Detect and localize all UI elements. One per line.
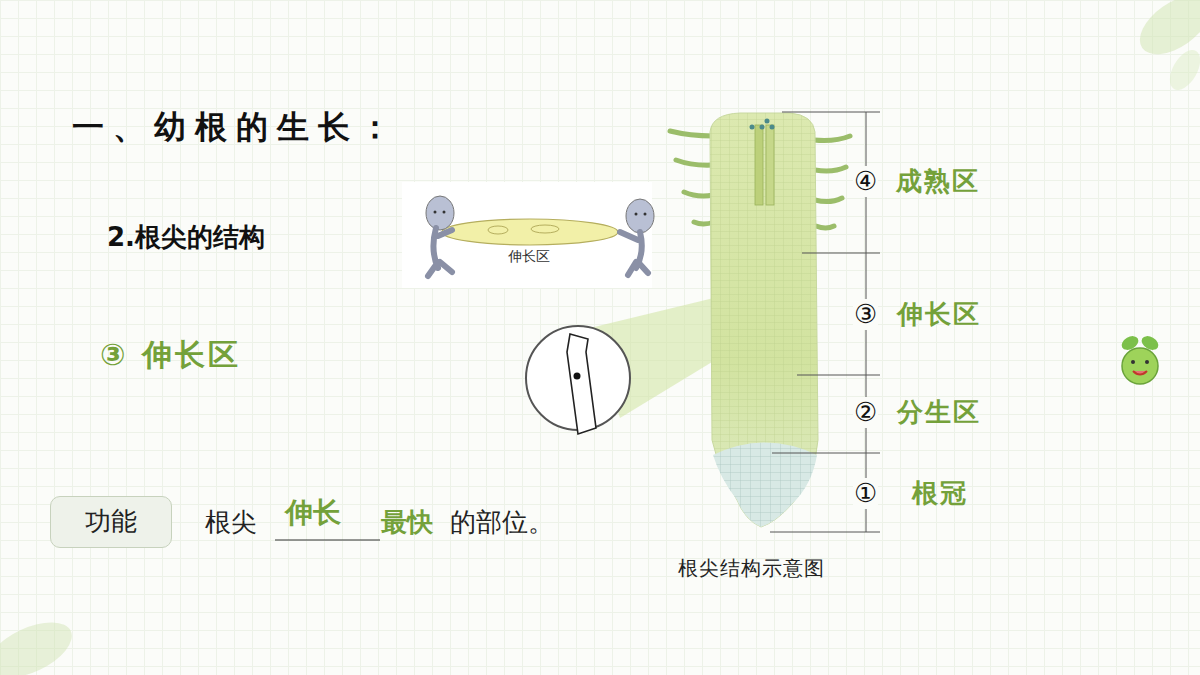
- function-tag-text: 功能: [85, 506, 137, 537]
- root-tip-part: [713, 443, 817, 528]
- cartoon-panel-part: [428, 228, 452, 276]
- root-tip-part-part: [816, 226, 834, 228]
- root-tip-part: [750, 125, 755, 130]
- root-tip-part-part: [684, 192, 713, 196]
- root-tip-part: [760, 125, 765, 130]
- section-heading: 2.根尖的结构: [107, 222, 265, 253]
- zone-heading: ③ 伸长区: [100, 337, 241, 373]
- root-tip-part-part: [676, 160, 713, 165]
- cartoon-panel-part: [635, 213, 638, 216]
- sprout-icon-part: [1145, 360, 1149, 364]
- cartoon-panel-part: [426, 196, 454, 230]
- sprout-icon-part: [1131, 360, 1135, 364]
- root-tip-part: [710, 113, 818, 527]
- root-tip-part: [755, 125, 763, 205]
- zone-name: 伸长区: [897, 299, 981, 330]
- callout-number: ④: [853, 166, 878, 197]
- function-tag: 功能: [50, 496, 172, 548]
- magnifier-part: [574, 373, 581, 380]
- zone-name: 分生区: [897, 397, 981, 428]
- zone-name: 根冠: [912, 478, 968, 509]
- magnifier-part: [567, 334, 596, 434]
- root-tip-part: [770, 125, 775, 130]
- zone-brackets: [770, 112, 880, 532]
- zone-name: 成熟区: [896, 166, 980, 197]
- zone-brackets-part: [772, 453, 880, 454]
- cartoon-panel-part: [434, 211, 437, 214]
- answer-blank: [275, 540, 380, 541]
- root-tip-part: [765, 119, 770, 124]
- root-tip-part: [713, 443, 817, 528]
- cartoon-panel-part: [644, 213, 647, 216]
- root-tip-part: [766, 125, 774, 205]
- emphasis-text: 最快: [381, 507, 433, 538]
- cartoon-panel-part: [442, 219, 618, 245]
- answer-text: 伸长: [285, 496, 341, 530]
- cartoon-panel-part: [488, 226, 508, 234]
- cartoon-panel-text: 伸长区: [508, 248, 550, 265]
- callout-number: ③: [853, 299, 878, 330]
- zone-brackets-part: [797, 375, 880, 376]
- cartoon-panel-part: [626, 199, 654, 233]
- cartoon-panel-part: [531, 225, 559, 233]
- figure-caption: 根尖结构示意图: [678, 556, 825, 580]
- callout-number: ①: [853, 478, 878, 509]
- answer-blank-part: [275, 539, 380, 540]
- cartoon-panel-part: [620, 232, 648, 275]
- magnifier: [526, 296, 740, 434]
- sprout-icon-part: [1133, 371, 1147, 375]
- zone-brackets-part: [770, 532, 880, 533]
- cartoon-panel-part: [402, 182, 652, 288]
- slide-title: 一、幼根的生长：: [72, 108, 400, 146]
- root-tip-part-part: [814, 136, 850, 141]
- zone-brackets-part: [802, 253, 880, 254]
- corner-leaves-part: [0, 611, 80, 675]
- sentence-text: 的部位。: [450, 507, 554, 538]
- root-tip-part-part: [815, 167, 846, 171]
- cartoon-panel: 伸长区: [402, 182, 652, 288]
- corner-leaves-part: [1164, 45, 1200, 95]
- root-tip-part-part: [670, 131, 713, 136]
- zone-brackets-part: [782, 112, 880, 113]
- root-tip: [670, 113, 850, 527]
- cartoon-panel-part: [443, 211, 446, 214]
- root-tip-part-part: [815, 198, 842, 202]
- sentence-text: 根尖: [205, 507, 257, 538]
- root-tip-part: [710, 113, 818, 527]
- sprout-icon: [1119, 333, 1161, 384]
- cartoon-panel: [402, 182, 654, 288]
- callout-number: ②: [853, 397, 878, 428]
- sprout-icon-part: [1122, 348, 1158, 384]
